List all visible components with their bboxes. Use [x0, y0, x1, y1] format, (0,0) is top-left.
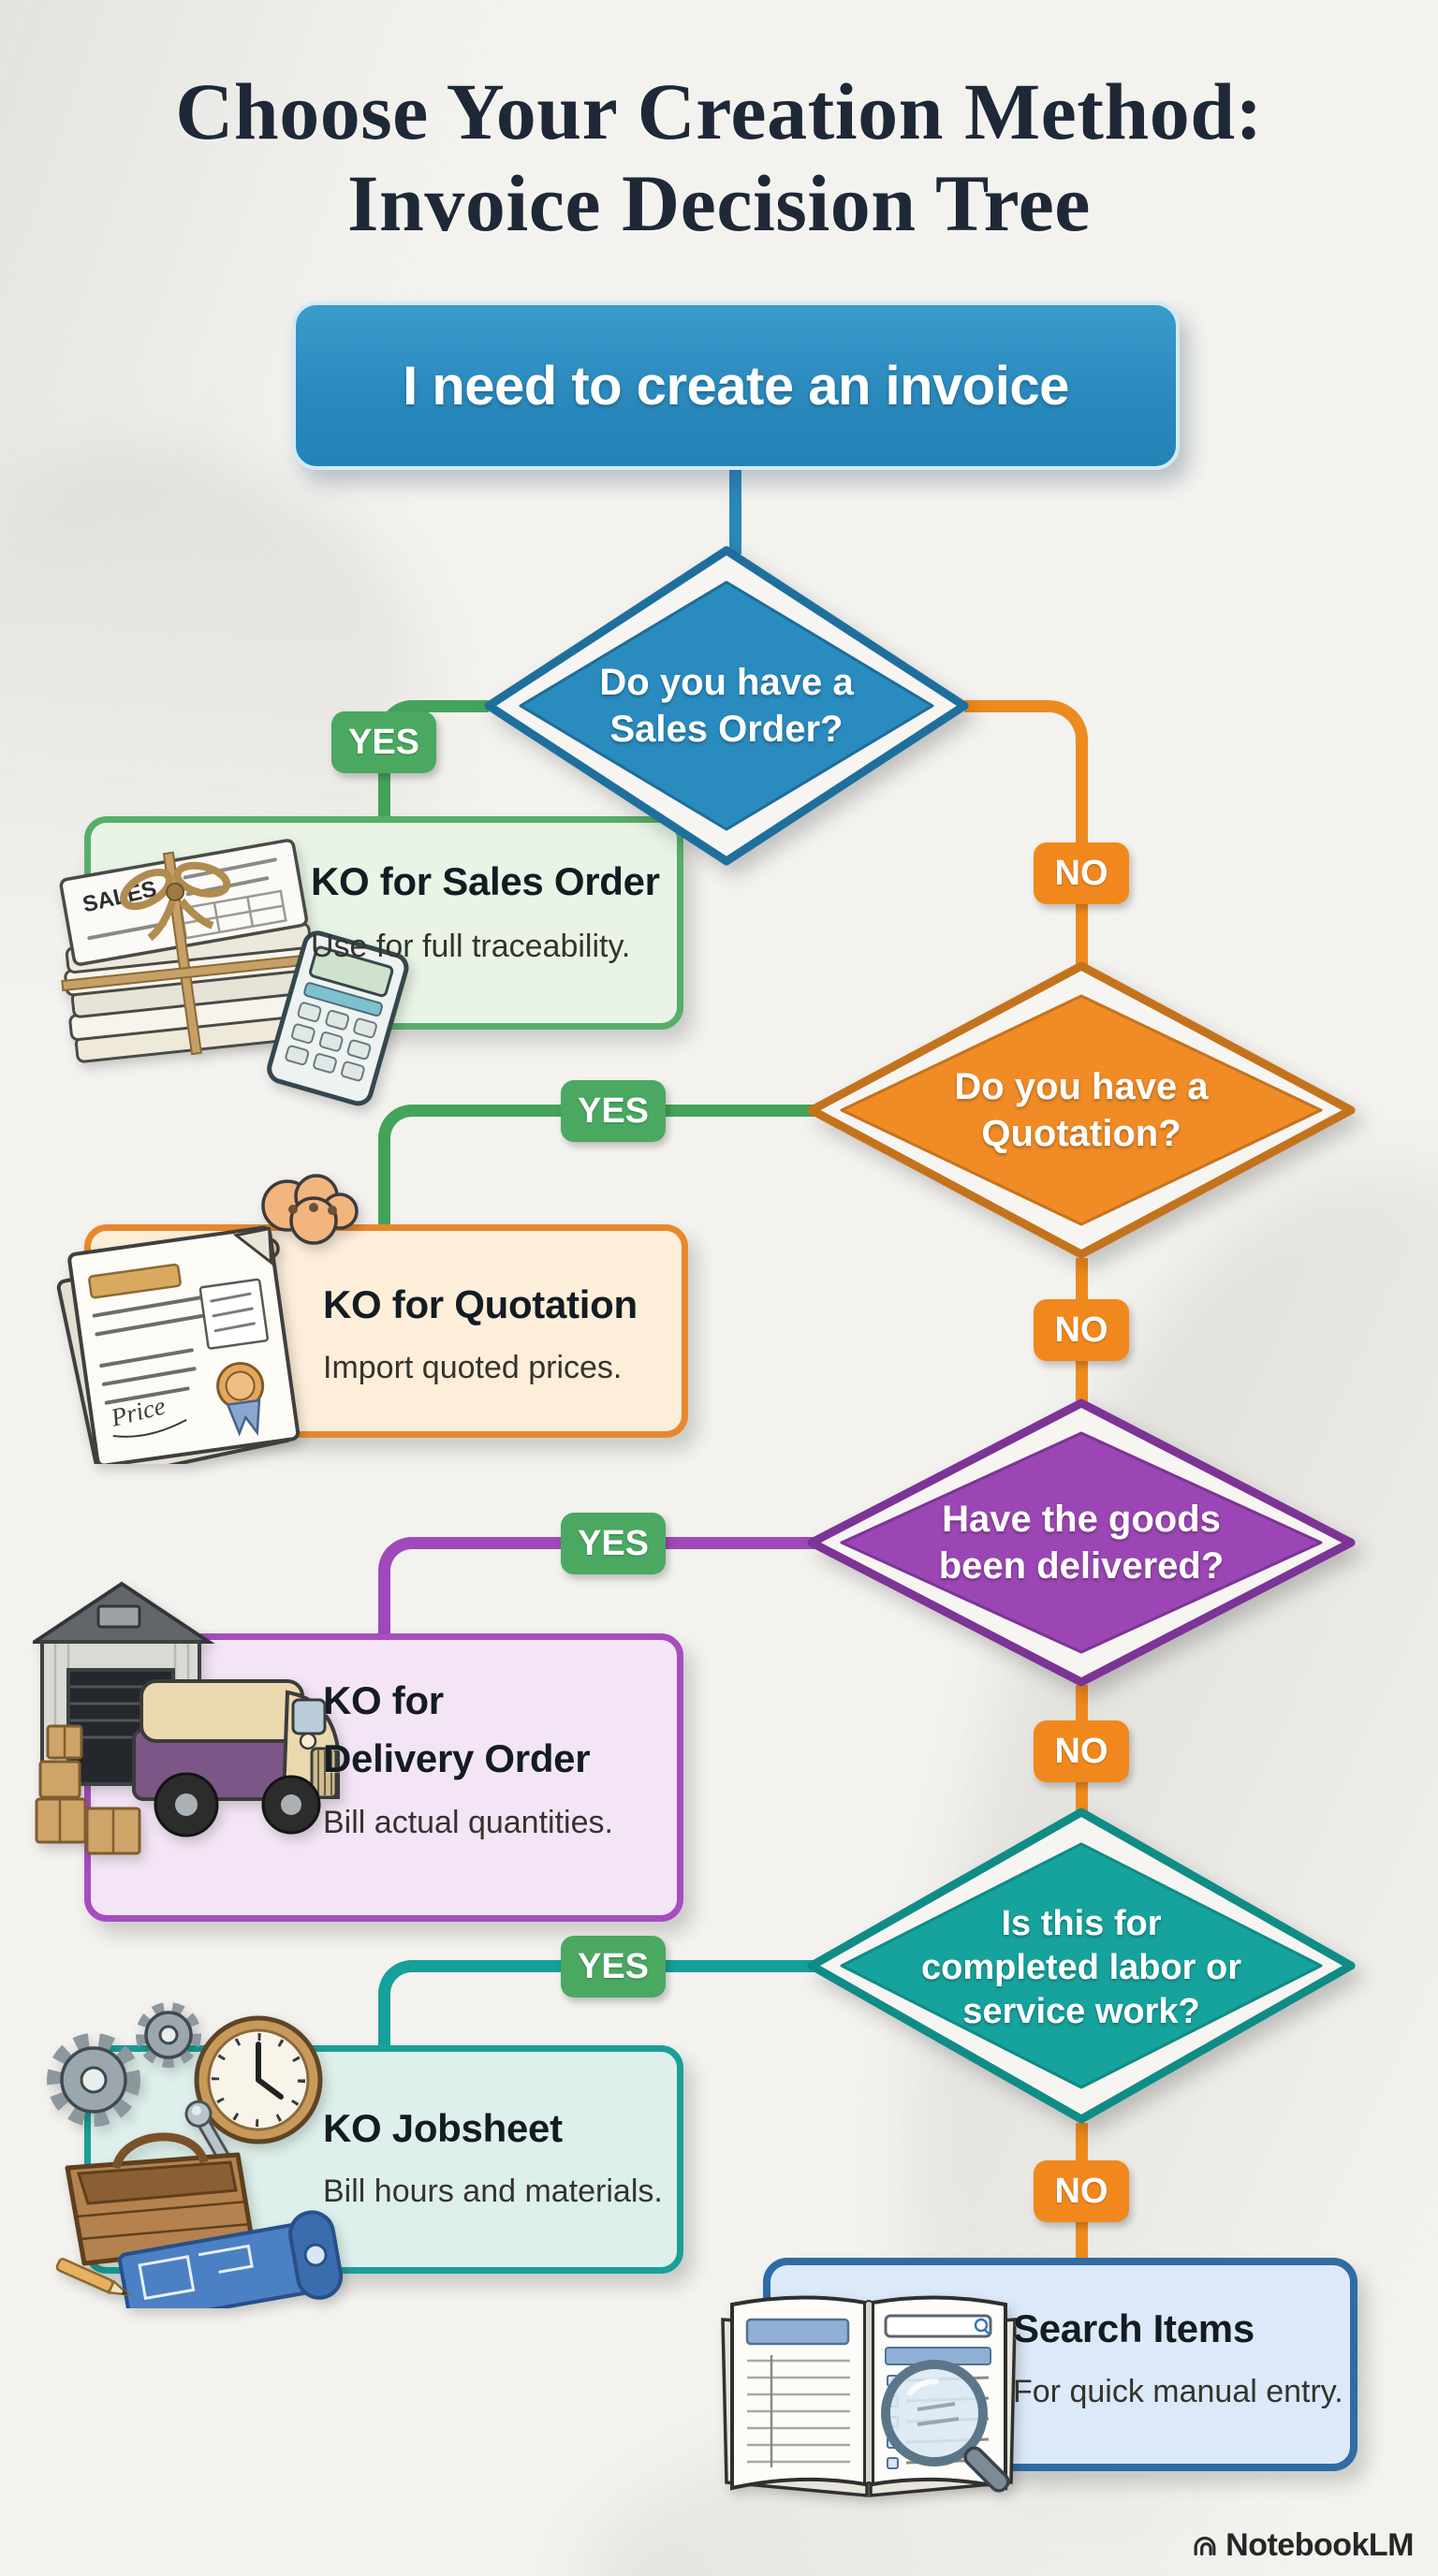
outcome-subtitle: For quick manual entry.: [1013, 2374, 1343, 2409]
yes-badge-1: YES: [331, 711, 436, 773]
quotation-document-illustration: Price: [56, 1174, 359, 1464]
notebooklm-logo-icon: [1194, 2536, 1216, 2555]
watermark-text: NotebookLM: [1225, 2527, 1414, 2563]
page-title-line1: Choose Your Creation Method:: [175, 66, 1263, 156]
outcome-title: KO Jobsheet: [323, 2106, 563, 2150]
yes-badge-3: YES: [561, 1513, 666, 1574]
outcome-title: KO for Sales Order: [311, 859, 660, 903]
warehouse-delivery-van-illustration: [33, 1581, 340, 1855]
outcome-subtitle: Bill actual quantities.: [323, 1805, 613, 1840]
connector-start-to-decision1: [729, 468, 741, 554]
toolbox-clock-blueprint-illustration: [47, 2002, 344, 2308]
page-title-line2: Invoice Decision Tree: [347, 158, 1091, 248]
outcome-title: KO for: [323, 1678, 444, 1722]
outcome-title: Delivery Order: [323, 1736, 591, 1780]
outcome-subtitle: Use for full traceability.: [311, 929, 631, 964]
no-badge-2: NO: [1034, 1299, 1129, 1361]
start-node-label: I need to create an invoice: [403, 355, 1069, 417]
yes-badge-2: YES: [561, 1080, 666, 1142]
outcome-subtitle: Import quoted prices.: [323, 1350, 623, 1385]
no-badge-3: NO: [1034, 1720, 1129, 1782]
yes-badge-4: YES: [561, 1936, 666, 1998]
decision-diamond-sales-order: [484, 546, 969, 866]
catalog-magnifier-illustration: [721, 2295, 1017, 2497]
watermark: NotebookLM: [1191, 2527, 1414, 2564]
no-badge-1: NO: [1034, 842, 1129, 904]
start-node: I need to create an invoice: [292, 301, 1180, 470]
no-badge-4: NO: [1034, 2160, 1129, 2222]
outcome-subtitle: Bill hours and materials.: [323, 2174, 663, 2209]
outcome-title: Search Items: [1013, 2306, 1255, 2350]
outcome-title: KO for Quotation: [323, 1282, 638, 1326]
connector-no1: [964, 700, 1088, 972]
